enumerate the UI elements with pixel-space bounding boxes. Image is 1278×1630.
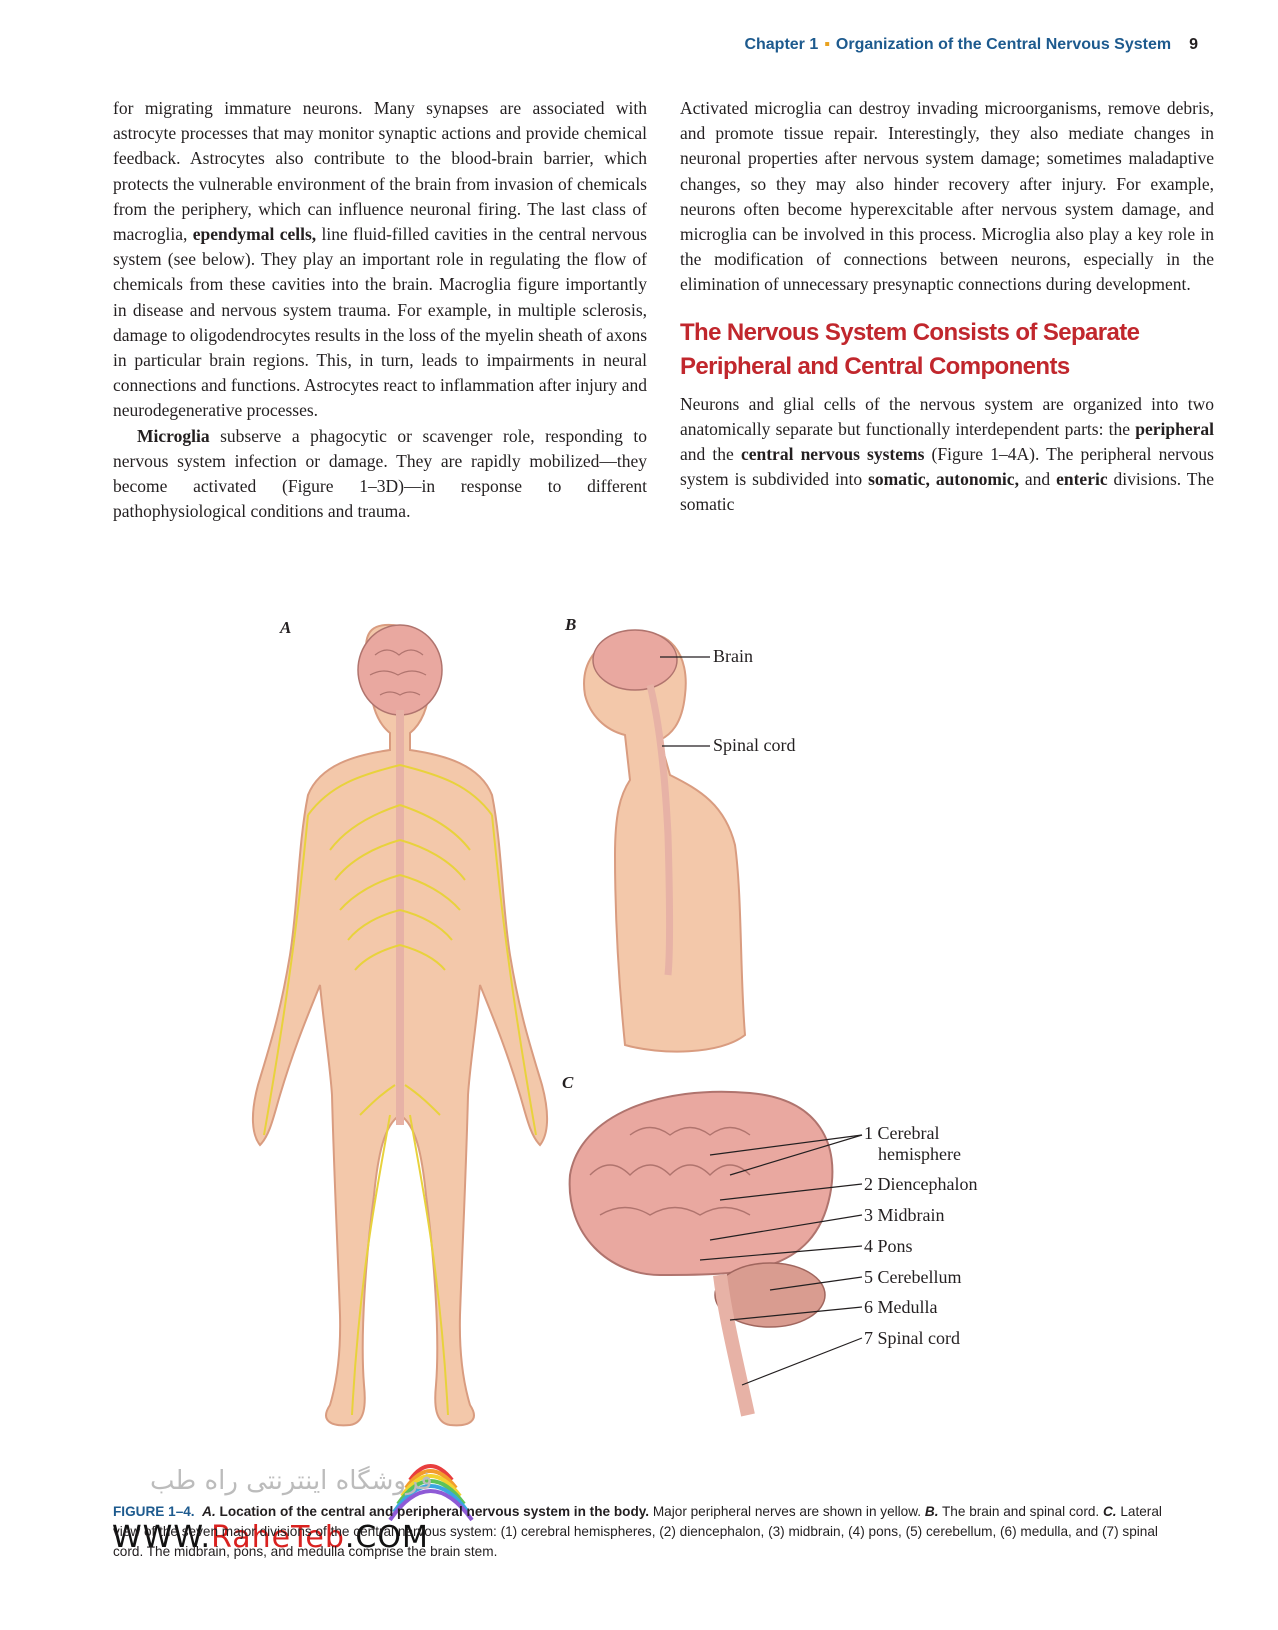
watermark-persian: فروشگاه اینترنتی راه طب (150, 1466, 433, 1496)
term-autonomic: autonomic, (935, 469, 1019, 490)
caption-a-text: Major peripheral nerves are shown in yel… (649, 1504, 925, 1519)
panel-letter-b: B (565, 615, 577, 634)
caption-letter-c: C. (1102, 1504, 1117, 1519)
caption-c-text: Lateral view of the seven major division… (113, 1504, 1162, 1559)
running-header: Chapter 1 ▪ Organization of the Central Ne… (744, 36, 1198, 54)
side-spinal-cord (646, 684, 673, 976)
right-column: Activated microglia can destroy invading… (680, 96, 1214, 518)
panel-b-body (583, 629, 747, 1053)
panel-letter-c: C (562, 1073, 574, 1092)
label-pons: 4 Pons (864, 1236, 913, 1256)
url-brand: RaheTeb (211, 1520, 345, 1555)
heading-line: Peripheral and Central Components (680, 352, 1070, 380)
figure-illustration (252, 623, 863, 1427)
label-spinal-cord-c: 7 Spinal cord (864, 1328, 960, 1348)
term-central-nervous-systems: central nervous systems (740, 444, 925, 465)
figure-caption: FIGURE 1–4. A. Location of the central a… (113, 1502, 1173, 1562)
caption-letter-b: B. (924, 1504, 939, 1519)
text: line fluid-filled cavities in the centra… (113, 224, 647, 421)
panel-c-brain (568, 1090, 863, 1417)
caption-letter-a: A. (202, 1504, 216, 1519)
term-somatic: somatic, (868, 469, 930, 490)
term-ependymal-cells: ependymal cells, (192, 224, 317, 245)
panel-a-body (252, 623, 548, 1427)
heading-line: The Nervous System Consists of Separate (680, 318, 1140, 346)
text: Neurons and glial cells of the nervous s… (680, 393, 1214, 439)
cerebrum-folds (589, 1126, 751, 1216)
brain-folds (369, 649, 427, 696)
side-silhouette (583, 632, 747, 1053)
paragraph: Microglia subserve a phagocytic or scave… (113, 424, 647, 525)
label-spinal-cord: Spinal cord (713, 735, 796, 755)
brainstem-shape (713, 1274, 755, 1417)
chapter-title: Organization of the Central Nervous Syst… (835, 36, 1172, 53)
label-hemisphere: hemisphere (878, 1144, 961, 1164)
chapter-label: Chapter 1 (744, 36, 819, 53)
watermark-url: WWW.RaheTeb.COM (112, 1520, 429, 1555)
paragraph: for migrating immature neurons. Many syn… (113, 96, 647, 424)
text: divisions. The somatic (680, 469, 1214, 515)
text: (Figure 1–4A). The peripheral nervous sy… (680, 444, 1214, 490)
label-cerebellum: 5 Cerebellum (864, 1267, 962, 1287)
panel-letter-a: A (280, 618, 292, 637)
side-brain-shape (592, 629, 678, 691)
url-prefix: WWW. (112, 1520, 212, 1555)
label-brain: Brain (713, 646, 753, 666)
term-microglia: Microglia (137, 425, 210, 446)
caption-b-text: The brain and spinal cord. (938, 1504, 1103, 1519)
text: subserve a phagocytic or scavenger role,… (113, 425, 647, 522)
label-diencephalon: 2 Diencephalon (864, 1174, 978, 1194)
caption-figure-label: FIGURE 1–4. (113, 1504, 195, 1519)
left-column: for migrating immature neurons. Many syn… (113, 96, 647, 524)
figure-1-4: A B C Brain Spinal cord 1 Cerebral hemis… (230, 615, 1100, 1490)
label-midbrain: 3 Midbrain (864, 1205, 945, 1225)
label-medulla: 6 Medulla (864, 1297, 938, 1317)
watermark-logo (388, 1464, 474, 1522)
book-fan-icon (388, 1464, 474, 1522)
header-separator: ▪ (824, 36, 830, 53)
url-suffix: .COM (344, 1520, 429, 1555)
caption-a-title: Location of the central and peripheral n… (219, 1504, 650, 1519)
cerebrum-shape (568, 1090, 834, 1277)
brain-shape (357, 624, 443, 716)
c-leader-lines (699, 1134, 863, 1386)
cerebellum-shape (714, 1262, 826, 1328)
text: for migrating immature neurons. Many syn… (113, 98, 647, 245)
text: and the (680, 444, 741, 465)
page-number: 9 (1189, 36, 1198, 53)
paragraph: Activated microglia can destroy invading… (680, 98, 1214, 295)
term-enteric: enteric (1056, 469, 1108, 490)
term-peripheral: peripheral (1135, 418, 1214, 439)
label-cerebral: 1 Cerebral (864, 1123, 940, 1143)
peripheral-nerves (263, 764, 537, 1416)
text: and (1018, 469, 1057, 490)
paragraph: Neurons and glial cells of the nervous s… (680, 392, 1214, 518)
